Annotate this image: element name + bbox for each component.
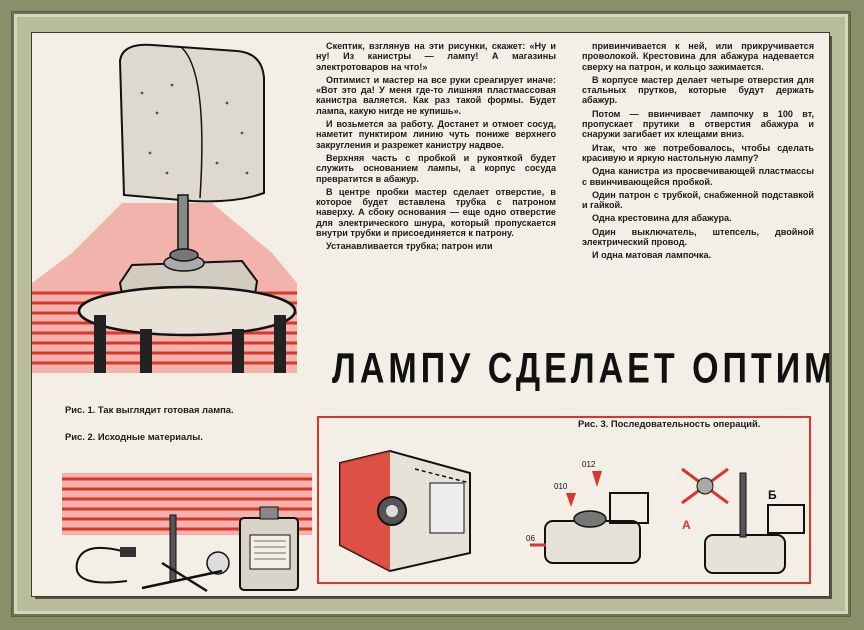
step-cut-canister (339, 449, 471, 573)
crosspiece (141, 561, 223, 593)
article-paragraph: И возьмется за работу. Достанет и отмоет… (316, 119, 556, 150)
magazine-page: Скептик, взглянув на эти рисунки, скажет… (32, 33, 829, 596)
electric-cord (75, 547, 128, 584)
step-drill-holes: 010 012 06 (526, 460, 649, 564)
side-label-06: 06 (526, 534, 535, 543)
article-paragraph: Верхняя часть с пробкой и рукояткой буде… (316, 152, 556, 184)
article-paragraph: В центре пробки мастер сделает отверстие… (316, 186, 556, 239)
article-paragraph: привинчивается к ней, или прикручивается… (582, 41, 814, 72)
arrow-label-012: 012 (582, 460, 596, 469)
red-hatching-background (62, 473, 312, 535)
round-table (77, 285, 297, 373)
article-paragraph: Скептик, взглянув на эти рисунки, скажет… (316, 41, 556, 72)
article-paragraph: Одна крестовина для абажура. (592, 213, 732, 224)
figure-3-caption: Рис. 3. Последовательность операций. (578, 418, 761, 429)
article-paragraph: И одна матовая лампочка. (592, 250, 712, 261)
figure-2-caption: Рис. 2. Исходные материалы. (65, 431, 203, 442)
plug (120, 547, 136, 557)
figure-3-frame (317, 416, 811, 584)
article-paragraph: Устанавливается трубка; патрон или (326, 241, 493, 252)
bulb (206, 551, 230, 575)
arrow-label-010: 010 (554, 482, 568, 491)
lamp-stem (177, 194, 189, 254)
article-headline: ЛАМПУ СДЕЛАЕТ ОПТИМИСТ (332, 345, 829, 393)
figure-2-materials-illustration (62, 473, 312, 593)
figure-1-caption: Рис. 1. Так выглядит готовая лампа. (65, 404, 234, 415)
article-paragraph: Один выключатель, штепсель, двойной элек… (582, 226, 814, 248)
article-paragraph: Потом — ввинчивает лампочку в 100 вт, пр… (582, 108, 814, 140)
label-a: А (682, 518, 691, 532)
step-assemble: А Б (681, 467, 805, 574)
figure-3-operations-illustration: 010 012 06 А Б (339, 449, 805, 574)
article-paragraph: Одна канистра из просвечивающей пластмас… (582, 166, 814, 187)
article-paragraph: Оптимист и мастер на все руки среагирует… (316, 74, 556, 116)
article-column-1: Скептик, взглянув на эти рисунки, скажет… (316, 41, 556, 255)
label-b: Б (768, 488, 777, 502)
article-paragraph: Итак, что же потребовалось, чтобы сделат… (582, 142, 814, 163)
lamp-shade (118, 43, 265, 203)
article-column-2: привинчивается к ней, или прикручивается… (582, 41, 814, 264)
figure-1-lamp-illustration (32, 43, 297, 373)
article-paragraph: Один патрон с трубкой, снабженной подста… (582, 189, 814, 211)
canister (239, 506, 299, 591)
article-paragraph: В корпусе мастер делает четыре отверстия… (582, 74, 814, 106)
